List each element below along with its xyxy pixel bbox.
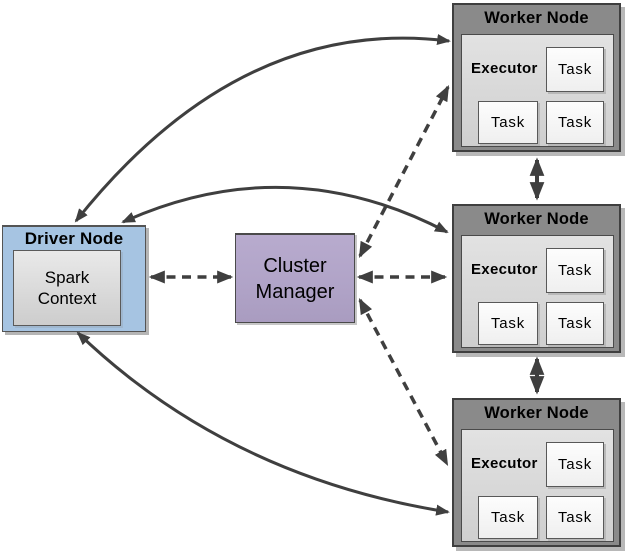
- driver-node-title: Driver Node: [24, 229, 124, 248]
- worker-2-executor-label: Executor: [471, 261, 538, 278]
- worker-2-task-1: Task: [546, 248, 604, 293]
- worker-node-2-box: Worker Node Executor Task Task Task: [452, 204, 621, 353]
- spark-context-box: Spark Context: [13, 250, 121, 326]
- driver-node-box: Driver Node Spark Context: [2, 225, 146, 332]
- worker-3-executor-label: Executor: [471, 455, 538, 472]
- worker-1-task-2: Task: [478, 101, 538, 144]
- worker-1-task-1: Task: [546, 47, 604, 92]
- spark-context-label: Spark Context: [37, 267, 97, 308]
- arrow-driver-worker2-icon: [121, 185, 449, 234]
- worker-1-executor-label: Executor: [471, 60, 538, 77]
- worker-3-task-3: Task: [546, 496, 604, 539]
- worker-3-task-1: Task: [546, 442, 604, 487]
- worker-2-executor-box: Executor Task Task Task: [461, 235, 614, 348]
- arrow-driver-worker1-icon: [74, 34, 451, 223]
- worker-node-3-box: Worker Node Executor Task Task Task: [452, 398, 621, 547]
- arrow-driver-worker3-icon: [76, 331, 450, 516]
- worker-1-executor-box: Executor Task Task Task: [461, 34, 614, 147]
- worker-1-task-3: Task: [546, 101, 604, 144]
- worker-node-3-title: Worker Node: [484, 404, 589, 422]
- worker-node-1-title: Worker Node: [484, 9, 589, 27]
- worker-node-1-box: Worker Node Executor Task Task Task: [452, 3, 621, 152]
- worker-2-task-2: Task: [478, 302, 538, 345]
- arrow-cluster-manager-worker1-icon: [358, 85, 450, 258]
- worker-node-2-title: Worker Node: [484, 210, 589, 228]
- cluster-manager-label: Cluster Manager: [255, 254, 335, 303]
- arrow-cluster-manager-worker3-icon: [358, 298, 449, 466]
- worker-3-executor-box: Executor Task Task Task: [461, 429, 614, 542]
- cluster-manager-box: Cluster Manager: [235, 233, 355, 323]
- worker-2-task-3: Task: [546, 302, 604, 345]
- worker-3-task-2: Task: [478, 496, 538, 539]
